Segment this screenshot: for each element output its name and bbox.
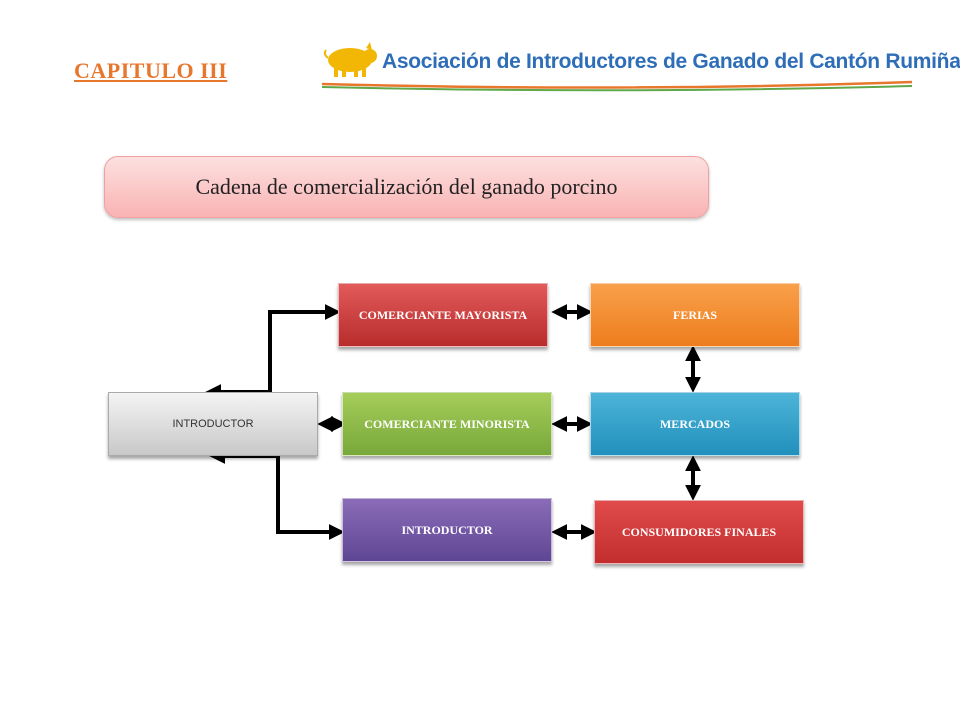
node-comerciante-mayorista: COMERCIANTE MAYORISTA <box>338 283 548 347</box>
node-introductor-source: INTRODUCTOR <box>108 392 318 456</box>
node-mercados: MERCADOS <box>590 392 800 456</box>
organization-logo: Asociación de Introductores de Ganado de… <box>322 34 960 94</box>
node-comerciante-minorista: COMERCIANTE MINORISTA <box>342 392 552 456</box>
organization-name: Asociación de Introductores de Ganado de… <box>382 50 960 73</box>
node-introductor: INTRODUCTOR <box>342 498 552 562</box>
node-consumidores-finales: CONSUMIDORES FINALES <box>594 500 804 564</box>
node-ferias: FERIAS <box>590 283 800 347</box>
swoosh-icon <box>322 80 912 92</box>
elbow-connector-mayorista <box>205 304 341 400</box>
diagram-title-box: Cadena de comercialización del ganado po… <box>104 156 709 218</box>
pig-logo-icon <box>323 42 377 77</box>
diagram-title: Cadena de comercialización del ganado po… <box>195 174 618 199</box>
elbow-connector-introductor <box>209 448 345 540</box>
chapter-title: CAPITULO III <box>74 58 228 83</box>
